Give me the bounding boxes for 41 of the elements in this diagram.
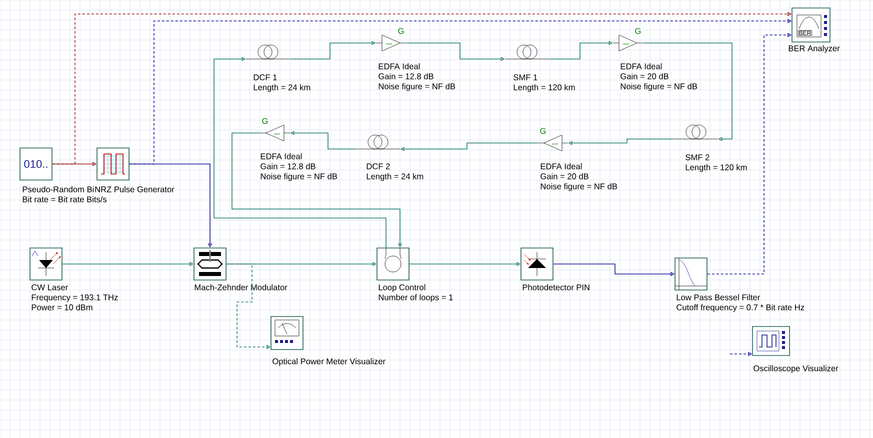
component-label: Loop Control [378, 284, 426, 292]
component-label: Frequency = 193.1 THz [32, 294, 118, 302]
component-label: Length = 120 km [514, 84, 575, 92]
component-label: Noise figure = NF dB [378, 83, 456, 91]
component-label: Number of loops = 1 [378, 294, 453, 302]
component-label: EDFA Ideal [378, 63, 420, 70]
component-label: NRZ Pulse Generator [95, 186, 174, 192]
gain-label: G [262, 118, 268, 124]
component-label: SMF 1 [514, 74, 538, 80]
component-label: Cutoff frequency = 0.7 * Bit rate Hz [676, 304, 804, 312]
component-label: Gain = 20 dB [620, 73, 668, 80]
component-label: Power = 10 dBm [32, 304, 92, 310]
gain-label: G [398, 28, 404, 34]
component-label: BER Analyzer [788, 45, 840, 53]
component-label: EDFA Ideal [620, 63, 662, 70]
component-label: Pseudo-Random Bi [22, 186, 94, 192]
component-label: Mach-Zehnder Modulator [194, 284, 288, 290]
component-label: DCF 1 [254, 74, 277, 80]
component-label: Length = 24 km [254, 84, 310, 92]
component-label: Length = 24 km [366, 173, 424, 181]
component-label: Photodetector PIN [522, 284, 590, 290]
component-label: Optical Power Meter Visualizer [272, 358, 386, 366]
component-label: DCF 2 [366, 163, 390, 170]
component-label: Gain = 20 dB [540, 173, 588, 180]
gain-label: G [540, 128, 546, 134]
connector [642, 42, 732, 142]
component-label: Noise figure = NF dB [260, 173, 338, 181]
gain-label: G [635, 28, 641, 34]
component-label: EDFA Ideal [540, 163, 582, 170]
component-label: SMF 2 [686, 154, 710, 160]
component-label: EDFA Ideal [260, 153, 302, 160]
component-label: Bit rate = Bit rate Bits/s [22, 196, 107, 202]
component-label: Gain = 12.8 dB [260, 163, 316, 170]
component-label: Gain = 12.8 dB [378, 73, 434, 80]
connector [214, 56, 386, 248]
component-label: CW Laser [32, 284, 68, 290]
component-label: Noise figure = NF dB [540, 183, 618, 191]
component-label: Oscilloscope Visualizer [754, 365, 838, 373]
component-label: Length = 120 km [686, 164, 747, 172]
component-label: Noise figure = NF dB [620, 83, 698, 91]
component-label: Low Pass Bessel Filter [676, 294, 760, 300]
